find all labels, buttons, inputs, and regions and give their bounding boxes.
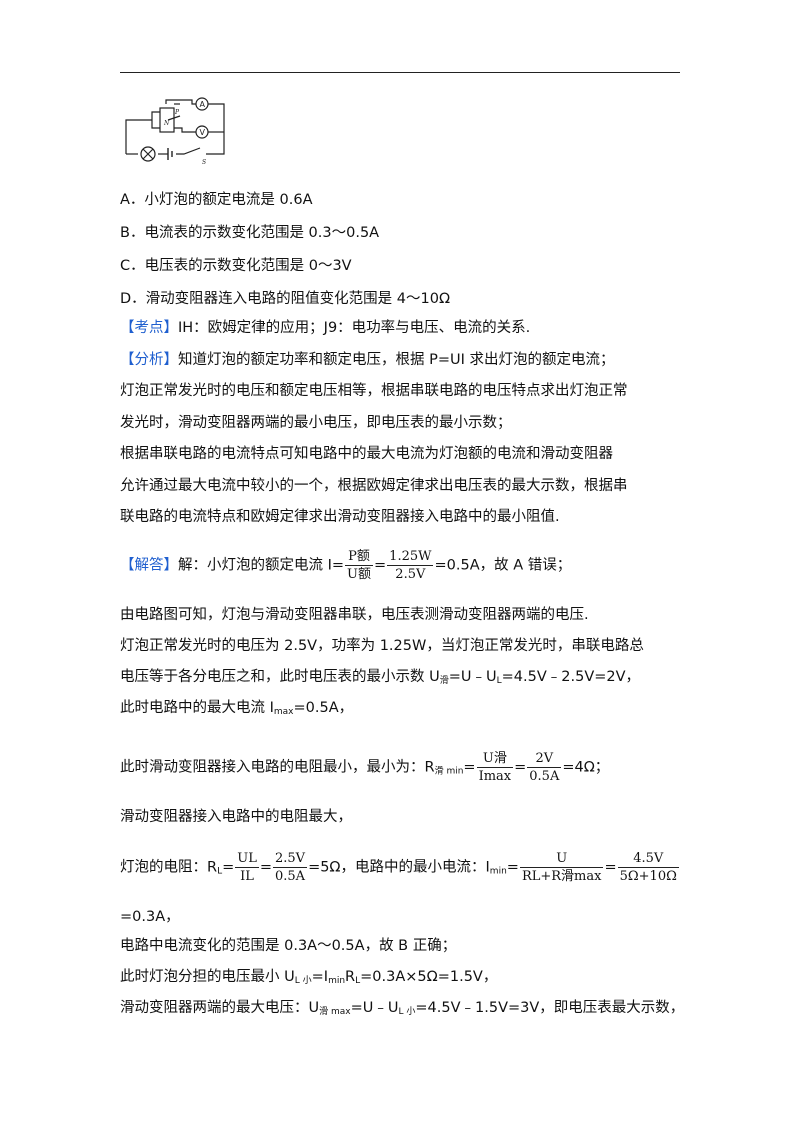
n-label: N <box>163 120 170 127</box>
body-line-1: 由电路图可知，灯泡与滑动变阻器串联，电压表测滑动变阻器两端的电压. <box>120 607 589 623</box>
body-line-4: 此时电路中的最大电流 Imax=0.5A， <box>120 700 354 717</box>
circuit-diagram: A V P N S <box>125 97 225 166</box>
fenxi-line-4: 根据串联电路的电流特点可知电路中的最大电流为灯泡额的电流和滑动变阻器 <box>120 446 613 462</box>
switch-label: S <box>202 159 206 166</box>
jieda-tag: 【解答】 <box>120 557 178 574</box>
option-a: A．小灯泡的额定电流是 0.6A <box>120 192 313 208</box>
body-line-2: 灯泡正常发光时的电压为 2.5V，功率为 1.25W，当灯泡正常发光时，串联电路… <box>120 638 644 654</box>
voltmeter-symbol <box>195 125 209 139</box>
fenxi-text-1: 知道灯泡的额定功率和额定电压，根据 P=UI 求出灯泡的额定电流； <box>178 352 615 368</box>
body-line-9: 电路中电流变化的范围是 0.3A～0.5A，故 B 正确； <box>120 938 457 954</box>
header-rule <box>120 72 680 73</box>
body-line-10: 此时灯泡分担的电压最小 UL 小=IminRL=0.3A×5Ω=1.5V， <box>120 969 498 986</box>
body-line-6: 滑动变阻器接入电路中的电阻最大， <box>120 809 352 825</box>
body-line-11: 滑动变阻器两端的最大电压：U滑 max=U﹣UL 小=4.5V﹣1.5V=3V，… <box>120 1000 685 1017</box>
option-b: B．电流表的示数变化范围是 0.3～0.5A <box>120 225 380 241</box>
ammeter-label: A <box>200 100 206 109</box>
fenxi-line-1: 【分析】知道灯泡的额定功率和额定电压，根据 P=UI 求出灯泡的额定电流； <box>120 350 615 370</box>
kaodian-text: IH：欧姆定律的应用；J9：电功率与电压、电流的关系. <box>178 320 531 336</box>
option-c: C．电压表的示数变化范围是 0～3V <box>120 258 352 274</box>
option-d: D．滑动变阻器连入电路的阻值变化范围是 4～10Ω <box>120 291 451 307</box>
fenxi-tag: 【分析】 <box>120 352 178 368</box>
fenxi-line-5: 允许通过最大电流中较小的一个，根据欧姆定律求出电压表的最大示数，根据串 <box>120 478 628 494</box>
fenxi-line-2: 灯泡正常发光时的电压和额定电压相等，根据串联电路的电压特点求出灯泡正常 <box>120 383 628 399</box>
lamp-symbol <box>140 146 156 162</box>
p-label: P <box>174 109 180 116</box>
kaodian-line: 【考点】IH：欧姆定律的应用；J9：电功率与电压、电流的关系. <box>120 318 530 338</box>
voltmeter-label: V <box>200 128 206 137</box>
ammeter-symbol <box>195 97 209 111</box>
fenxi-line-6: 联电路的电流特点和欧姆定律求出滑动变阻器接入电路中的最小阻值. <box>120 509 560 525</box>
fenxi-line-3: 发光时，滑动变阻器两端的最小电压，即电压表的最小示数； <box>120 415 512 431</box>
body-line-8: =0.3A， <box>120 909 180 925</box>
kaodian-tag: 【考点】 <box>120 320 178 336</box>
body-line-3: 电压等于各分电压之和，此时电压表的最小示数 U滑=U﹣UL=4.5V﹣2.5V=… <box>120 669 641 686</box>
